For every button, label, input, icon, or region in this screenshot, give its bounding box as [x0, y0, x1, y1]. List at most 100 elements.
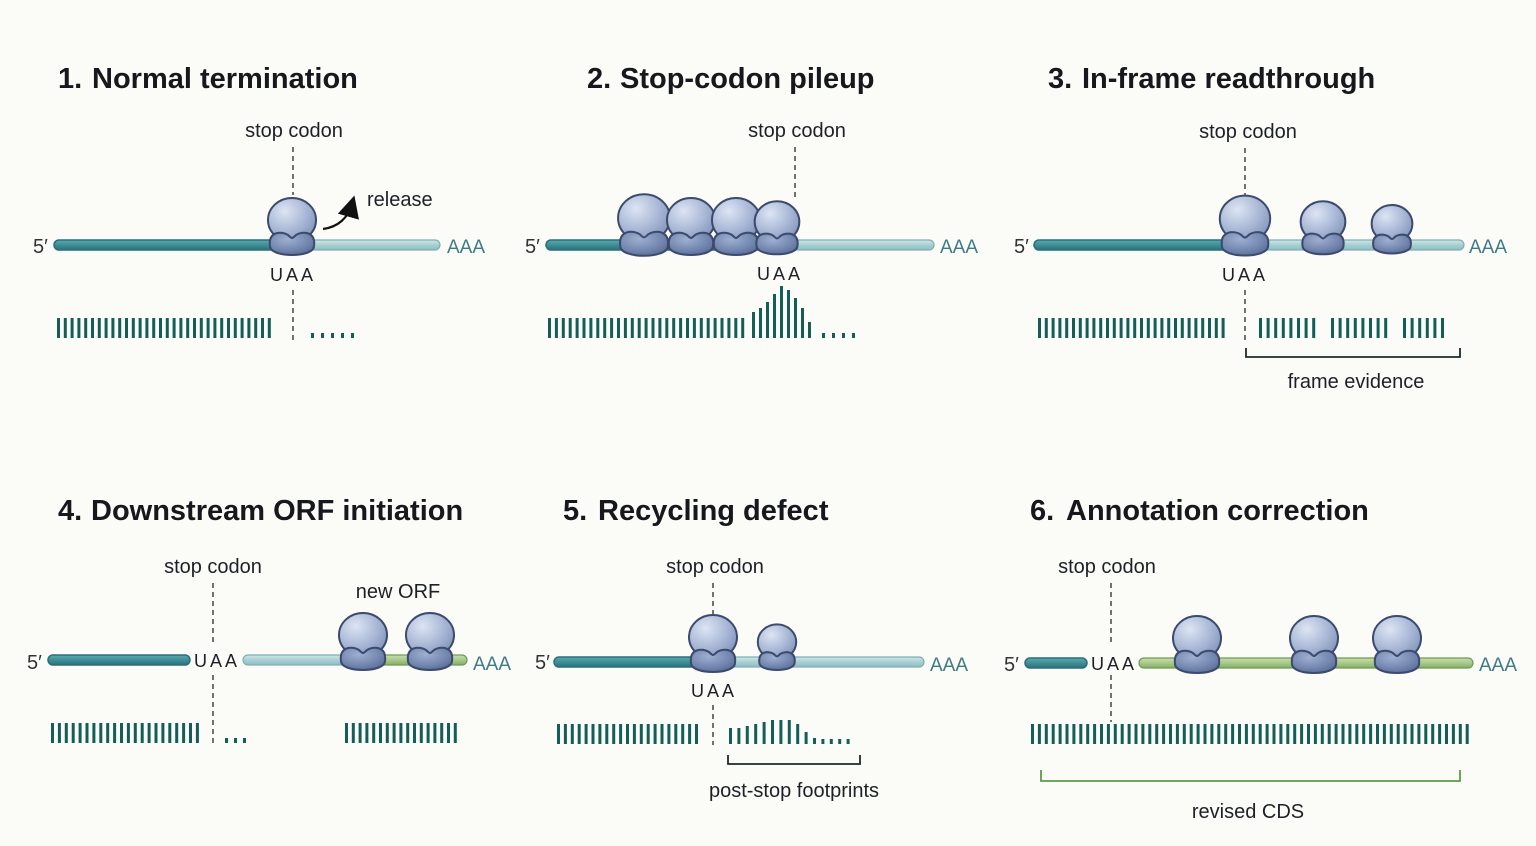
ribosome-icon [753, 200, 801, 256]
footprint-bar [426, 723, 430, 743]
panel-5-bracket-label: post-stop footprints [709, 780, 879, 802]
footprint-bar [577, 724, 581, 744]
footprint-bar [1289, 318, 1293, 338]
footprint-bar [1119, 318, 1123, 338]
footprint-bar [674, 724, 678, 744]
ribosome-small-subunit [712, 231, 760, 256]
footprint-bar [1272, 724, 1276, 744]
footprint-bar [598, 724, 602, 744]
panel-2-poly-a: AAA [940, 237, 978, 258]
footprint-bar [351, 333, 354, 338]
footprint-bar [1441, 318, 1444, 338]
footprint-bar [1361, 318, 1365, 338]
curved-arrow-icon [322, 195, 359, 231]
footprint-bar [686, 318, 689, 338]
footprint-bar [741, 318, 745, 338]
footprint-bar [1274, 318, 1278, 338]
ribosome-icon [756, 623, 798, 671]
footprint-bar [118, 318, 122, 338]
footprint-bar [1221, 318, 1225, 338]
panel-5-poly-a: AAA [930, 655, 968, 676]
panel-2-utr-mrna [791, 239, 935, 251]
footprint-bar [1438, 724, 1442, 744]
panel-1-trailing-footprints [311, 333, 354, 338]
panel-1-note: release [367, 189, 433, 211]
panel-1-title: Normal termination [92, 63, 358, 95]
panel-3-poly-a: AAA [1469, 237, 1507, 258]
footprint-bar [1238, 724, 1241, 744]
ribosome-icon [338, 612, 388, 671]
footprint-bar [1141, 724, 1145, 744]
footprint-bar [1194, 318, 1198, 338]
footprint-bar [1153, 318, 1157, 338]
footprint-bar [644, 318, 648, 338]
footprint-bar [632, 724, 636, 744]
panel-5-title: Recycling defect [598, 495, 829, 527]
ribosome-small-subunit [339, 646, 387, 671]
footprint-bar [1175, 724, 1179, 744]
footprint-bar [1155, 724, 1159, 744]
footprint-bar [113, 723, 117, 743]
footprint-bar [660, 724, 664, 744]
footprint-bar [1058, 318, 1062, 338]
panel-3-footprints [1038, 318, 1225, 338]
panel-4-five-prime: 5′ [27, 652, 42, 674]
footprint-bar [653, 724, 657, 744]
footprint-bar [1265, 724, 1269, 744]
footprint-bar [1396, 724, 1400, 744]
footprint-bar [570, 724, 574, 744]
footprint-bar [1259, 318, 1262, 338]
footprint-bar [852, 333, 855, 338]
ribosome-small-subunit [1220, 231, 1270, 257]
panel-5-five-prime: 5′ [535, 652, 550, 674]
footprint-bar [1169, 724, 1172, 744]
panel-3: 3. In-frame readthrough stop codon 5′ AA… [1014, 63, 1507, 393]
panel-2-title: Stop-codon pileup [620, 63, 875, 95]
footprint-bar [838, 739, 842, 744]
footprint-bar [120, 723, 123, 743]
panel-3-stop-label: stop codon [1199, 121, 1297, 143]
footprint-bar [1160, 318, 1164, 338]
footprint-bar [152, 318, 156, 338]
footprint-bar [554, 318, 558, 338]
footprint-bar [734, 318, 738, 338]
panel-2-five-prime: 5′ [525, 236, 540, 258]
panel-6-stop-label: stop codon [1058, 556, 1156, 578]
footprint-bar [1126, 318, 1130, 338]
ribosome-icon [688, 614, 738, 673]
ribosome-icon [1299, 200, 1347, 256]
footprint-bar [582, 318, 586, 338]
footprint-bar [821, 739, 825, 744]
footprint-bar [154, 723, 158, 743]
ribosome-small-subunit [1301, 232, 1345, 256]
footprint-bar [1231, 724, 1235, 744]
panel-3-coding-mrna [1033, 239, 1247, 251]
footprint-bar [1384, 318, 1388, 338]
panel-5-post-stop-footprints [729, 720, 850, 744]
footprint-bar [247, 318, 251, 338]
footprint-bar [1065, 724, 1069, 744]
footprint-bar [1293, 724, 1297, 744]
footprint-bar [1134, 724, 1138, 744]
footprint-bar [557, 724, 560, 744]
footprint-bar [1433, 318, 1437, 338]
footprint-bar [1417, 724, 1421, 744]
footprint-bar [133, 723, 137, 743]
footprint-bar [51, 723, 54, 743]
ribosome-small-subunit [619, 230, 669, 257]
footprint-bar [605, 724, 609, 744]
footprint-bar [1431, 724, 1435, 744]
panel-4-note: new ORF [356, 581, 440, 603]
footprint-bar [1112, 318, 1116, 338]
footprint-bar [779, 720, 783, 744]
footprint-bar [1038, 318, 1041, 338]
panel-1-number: 1. [58, 63, 82, 95]
panel-1-footprints [57, 318, 271, 338]
footprint-bar [195, 723, 199, 743]
footprint-bar [131, 318, 135, 338]
footprint-bar [1100, 724, 1103, 744]
footprint-bar [780, 286, 783, 338]
panel-4: 4. Downstream ORF initiation stop codon … [27, 495, 511, 745]
panel-3-five-prime: 5′ [1014, 236, 1029, 258]
panel-3-codon: UAA [1222, 265, 1268, 285]
